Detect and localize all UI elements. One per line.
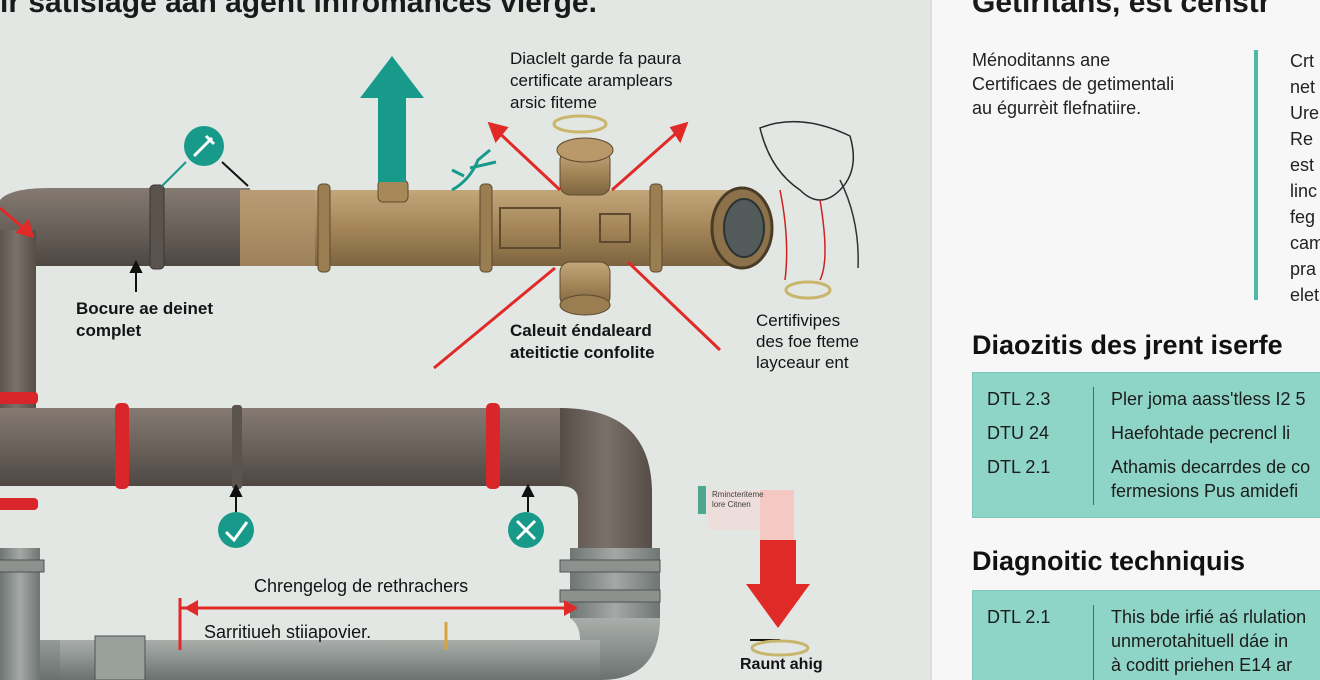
intro-text: Ménoditanns ane Certificaes de getimenta… [972, 50, 1175, 118]
intro-side-text: Crt net Ure Re est linc feg cam pra elet [1290, 51, 1320, 305]
section-2-box: DTL 2.1 This bde irfié aś rlulation unme… [972, 590, 1320, 680]
diagram-title: ir satisiage aan agent infromances vierg… [0, 0, 597, 19]
section-1-box: DTL 2.3 Pler joma aass'tless I2 5 DTU 24… [972, 372, 1320, 518]
info-panel: Getiritans, est censtr Ménoditanns ane C… [930, 0, 1320, 680]
bottom-right-label: Raunt ahig [740, 656, 823, 673]
red-arrows [0, 121, 722, 370]
row-1-text: Pler joma aass'tless I2 5 [1111, 389, 1306, 409]
row-3-text: Athamis decarrdes de co fermesions Pus a… [1111, 457, 1311, 501]
hand-tool-icon [451, 148, 497, 192]
teal-up-arrow [360, 56, 424, 182]
measure-top-label: Chrengelog de rethrachers [254, 576, 469, 596]
right-callout-label: Certifivipes des foe fteme layceaur ent [756, 311, 860, 372]
middle-gray-pipe [0, 405, 652, 560]
divider-line [1254, 50, 1258, 300]
row-2-code: DTU 24 [987, 423, 1050, 443]
row-4-text: This bde irfié aś rlulation unmerotahitu… [1111, 607, 1307, 675]
measure-bottom-label: Sarritiueh stiiapovier. [204, 622, 372, 642]
row-1-code: DTL 2.3 [987, 389, 1051, 409]
red-down-arrow [746, 540, 810, 628]
cross-icon [508, 512, 544, 548]
small-sign-label: Rmincteriteme lore Citnen [712, 490, 764, 509]
row-4-code: DTL 2.1 [987, 607, 1051, 627]
small-sign [698, 486, 794, 540]
pipe-diagram: ir satisiage aan agent infromances vierg… [0, 0, 860, 680]
top-callout-label: Diaclelt garde fa paura certificate aram… [510, 49, 682, 112]
left-pipe-label: Bocure ae deinet complet [76, 299, 213, 340]
center-bottom-label: Caleuit éndaleard ateitictie confolite [510, 321, 655, 362]
column-separator [1093, 387, 1094, 505]
pipe-illustration [0, 56, 859, 680]
section-1-title: Diaozitis des jrent iserfe [972, 330, 1283, 360]
row-2-text: Haefohtade pecrencl li [1111, 423, 1291, 443]
lower-light-pipe [0, 548, 661, 680]
measurement-line [178, 598, 578, 650]
row-3-code: DTL 2.1 [987, 457, 1051, 477]
check-icon [218, 512, 254, 548]
column-separator-2 [1093, 605, 1094, 680]
wrench-icon [161, 126, 249, 187]
red-clamps [0, 392, 500, 510]
connector-sketch [552, 114, 859, 657]
panel-title: Getiritans, est censtr [972, 0, 1271, 19]
brass-main-pipe [240, 137, 774, 316]
section-2-title: Diagnoitic techniquis [972, 546, 1246, 576]
